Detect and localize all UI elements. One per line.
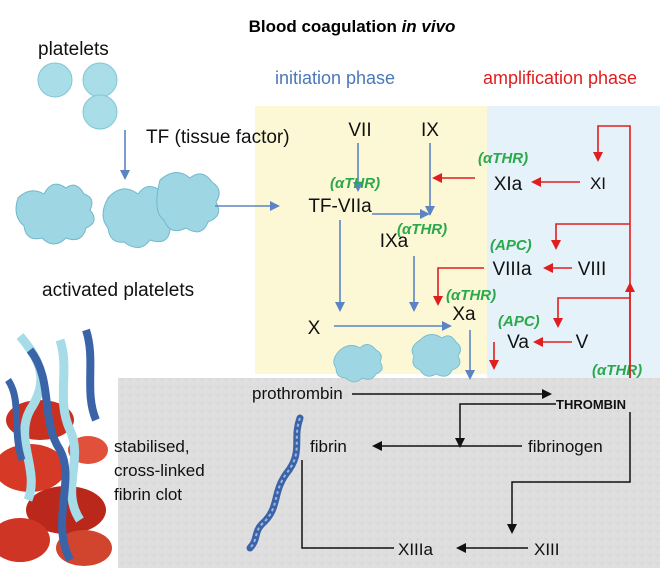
initiation-phase-label: initiation phase <box>275 68 395 88</box>
clot-label-line3: fibrin clot <box>114 485 182 504</box>
clot-label-line1: stabilised, <box>114 437 190 456</box>
fibrin-clot-image <box>0 328 112 566</box>
activated-platelets-label: activated platelets <box>42 280 194 301</box>
thrombin-feedback-vertical <box>593 125 631 378</box>
factor-xiii-label: XIII <box>534 540 560 559</box>
factor-vii-label: VII <box>348 120 371 141</box>
fibrin-strand-highlight <box>249 417 301 549</box>
apc-label-viiia: (APC) <box>490 237 532 254</box>
feedback-to-viiia-arrow <box>551 223 630 250</box>
resting-platelets-icon <box>37 62 118 130</box>
thrombin-arrows <box>301 389 631 553</box>
fibrin-label: fibrin <box>310 437 347 456</box>
viiia-to-xa-arrow <box>433 267 484 306</box>
initiation-panel <box>255 106 487 374</box>
factor-x-label: X <box>308 318 321 339</box>
factor-xia-label: XIa <box>494 174 523 195</box>
clot-label-line2: cross-linked <box>114 461 205 480</box>
factor-v-label: V <box>576 332 589 353</box>
surface-platelets-icon <box>333 334 461 383</box>
factor-xa-label: Xa <box>452 304 476 325</box>
factor-xiiia-label: XIIIa <box>398 540 434 559</box>
athr-label-tfviia: (αTHR) <box>330 175 380 192</box>
thrombin-panel <box>118 378 660 568</box>
amplification-arrows <box>432 125 635 378</box>
amplification-panel <box>487 106 660 378</box>
amplification-phase-label: amplification phase <box>483 68 637 88</box>
tf-viia-label: TF-VIIa <box>308 196 372 217</box>
athr-label-xia: (αTHR) <box>478 150 528 167</box>
thrombin-to-fibrinogen-bracket <box>455 403 556 448</box>
tissue-factor-label: TF (tissue factor) <box>146 127 290 148</box>
factor-va-label: Va <box>507 332 529 353</box>
factor-viii-label: VIII <box>578 259 607 280</box>
factor-ix-label: IX <box>421 120 439 141</box>
activated-platelets-icon <box>15 172 220 248</box>
thrombin-to-xiii-arrow <box>507 412 631 534</box>
athr-label-ixa: (αTHR) <box>397 221 447 238</box>
thrombin-label: THROMBIN <box>556 397 626 412</box>
platelets-label: platelets <box>38 39 109 60</box>
prothrombin-label: prothrombin <box>252 384 343 403</box>
factor-viiia-label: VIIIa <box>492 259 532 280</box>
fibrinogen-label: fibrinogen <box>528 437 603 456</box>
feedback-to-va-arrow <box>553 297 630 328</box>
athr-label-xa: (αTHR) <box>446 287 496 304</box>
factor-ixa-label: IXa <box>380 231 409 252</box>
diagram-title: Blood coagulation in vivo <box>249 17 456 36</box>
factor-xi-label: XI <box>590 174 606 193</box>
athr-label-thrombin: (αTHR) <box>592 362 642 379</box>
apc-label-va: (APC) <box>498 313 540 330</box>
xiiia-to-clot-line <box>301 460 394 549</box>
